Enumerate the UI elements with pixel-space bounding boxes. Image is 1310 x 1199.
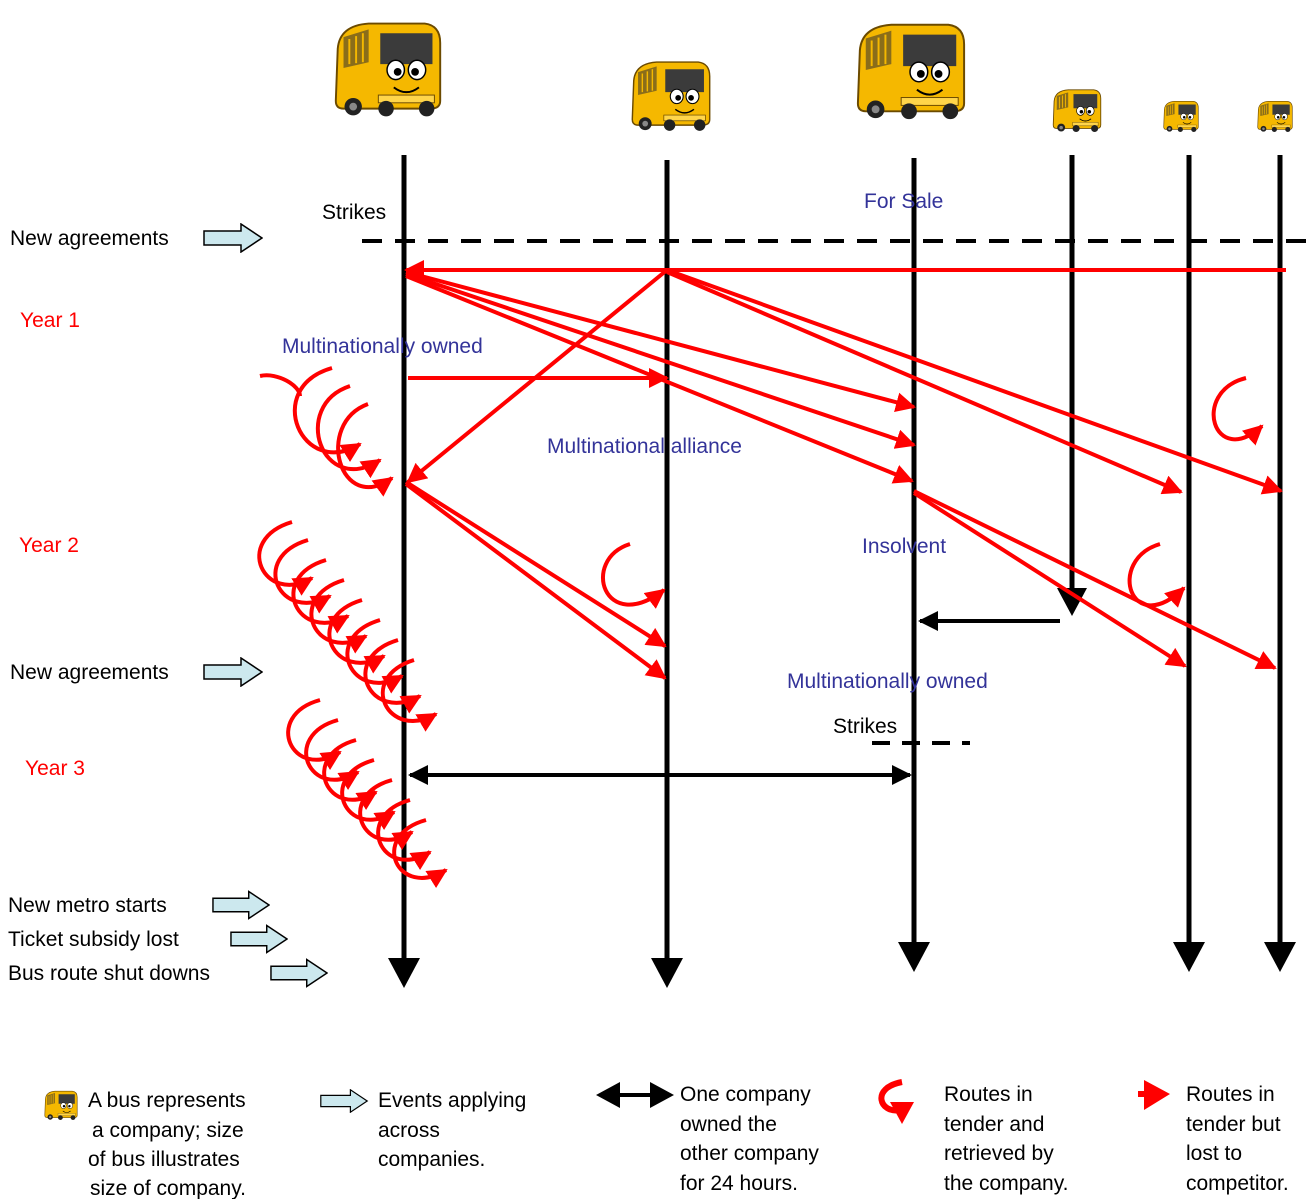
- retrieved-route-loop: [304, 718, 360, 791]
- retrieved-route-loop: [336, 402, 394, 497]
- bus-icon-company-2: [631, 61, 711, 132]
- multinational-alliance-label: Multinational alliance: [547, 435, 742, 458]
- legend-ownership-text-4: for 24 hours.: [680, 1172, 798, 1195]
- legend-lost-text-2: tender but: [1186, 1113, 1281, 1136]
- legend-ownership-arrow-icon: [596, 1082, 674, 1108]
- end-arrow-company-4: [1057, 588, 1087, 616]
- end-arrow-company-6: [1264, 942, 1296, 972]
- legend-lost-text-1: Routes in: [1186, 1083, 1275, 1106]
- legend-event-arrow-icon: [320, 1089, 368, 1113]
- retrieved-route-loop: [315, 384, 382, 479]
- legend-ownership-text-3: other company: [680, 1142, 819, 1165]
- event-arrow-icon: [270, 958, 328, 988]
- legend-bus-text-2: a company; size: [92, 1119, 244, 1142]
- lost-route-arrow: [913, 489, 1277, 670]
- event-arrow-icon: [203, 657, 263, 687]
- legend-ownership-text-1: One company: [680, 1083, 811, 1106]
- end-arrow-company-2: [651, 958, 683, 988]
- legend-event-text-1: Events applying: [378, 1089, 526, 1112]
- legend: A bus represents a company; size of bus …: [44, 1079, 1289, 1199]
- retrieved-route-loops: [257, 366, 1264, 889]
- end-arrow-company-3: [898, 942, 930, 972]
- legend-lost-arrow-icon: [1138, 1080, 1170, 1110]
- bus-icon-company-3: [856, 23, 966, 121]
- multinationally-owned-label-1: Multinationally owned: [282, 335, 483, 358]
- end-arrow-company-5: [1173, 942, 1205, 972]
- retrieved-route-loop: [392, 818, 448, 889]
- legend-retrieved-text-2: tender and: [944, 1113, 1044, 1136]
- lost-route-arrow: [405, 270, 916, 413]
- legend-bus-text-4: size of company.: [90, 1177, 246, 1199]
- retrieved-route-loop: [292, 366, 362, 462]
- legend-bus-text-3: of bus illustrates: [88, 1148, 240, 1171]
- retrieved-route-loop: [1211, 376, 1264, 446]
- event-ticket-subsidy: Ticket subsidy lost: [8, 928, 179, 951]
- legend-retrieved-text-1: Routes in: [944, 1083, 1033, 1106]
- retrieved-route-loop: [376, 798, 432, 871]
- event-new-agreements-2: New agreements: [10, 661, 169, 684]
- year-1-label: Year 1: [20, 309, 80, 332]
- retrieved-route-loop: [286, 698, 342, 771]
- event-new-metro: New metro starts: [8, 894, 167, 917]
- lost-route-arrow: [666, 270, 1183, 495]
- bus-icon-company-4: [1052, 89, 1102, 132]
- company-buses: [334, 22, 1293, 132]
- lost-route-arrow: [666, 268, 1283, 495]
- retrieved-route-loop: [340, 758, 396, 831]
- end-arrow-company-1: [388, 958, 420, 988]
- ownership-arrows: [408, 611, 1060, 785]
- retrieved-route-loop: [322, 738, 378, 811]
- retrieved-route-loop: [1127, 542, 1186, 608]
- event-arrow-icon: [230, 924, 288, 954]
- strikes-label-2: Strikes: [833, 715, 897, 738]
- legend-event-text-2: across: [378, 1119, 440, 1142]
- company-timelines: [401, 155, 1283, 962]
- legend-lost-text-4: competitor.: [1186, 1172, 1289, 1195]
- legend-lost-text-3: lost to: [1186, 1142, 1242, 1165]
- event-route-shutdowns: Bus route shut downs: [8, 962, 210, 985]
- event-arrow-icon: [203, 223, 263, 253]
- year-2-label: Year 2: [19, 534, 79, 557]
- insolvent-label: Insolvent: [862, 535, 946, 558]
- lost-route-arrows: [404, 260, 1286, 680]
- retrieved-route-loop: [259, 373, 302, 397]
- year-3-label: Year 3: [25, 757, 85, 780]
- lost-route-arrow: [405, 272, 916, 449]
- legend-bus-icon: [44, 1090, 78, 1120]
- legend-retrieved-text-3: retrieved by: [944, 1142, 1054, 1165]
- strikes-label-1: Strikes: [322, 201, 386, 224]
- timeline-end-arrows: [388, 588, 1296, 988]
- for-sale-label: For Sale: [864, 190, 943, 213]
- lost-route-arrow: [912, 491, 1187, 668]
- retrieved-route-loop: [380, 658, 438, 732]
- legend-event-text-3: companies.: [378, 1148, 485, 1171]
- retrieved-route-loop: [363, 638, 422, 714]
- lost-route-arrow: [404, 482, 667, 680]
- legend-bus-text-1: A bus represents: [88, 1089, 246, 1112]
- lost-route-arrow: [404, 480, 667, 648]
- legend-retrieved-loop-icon: [878, 1079, 914, 1124]
- multinationally-owned-label-2: Multinationally owned: [787, 670, 988, 693]
- event-arrow-icon: [212, 890, 270, 920]
- lost-route-arrow: [405, 274, 914, 484]
- legend-retrieved-text-4: the company.: [944, 1172, 1069, 1195]
- legend-ownership-text-2: owned the: [680, 1113, 777, 1136]
- bus-icon-company-5: [1163, 100, 1199, 132]
- bus-icon-company-6: [1257, 100, 1293, 132]
- event-new-agreements-1: New agreements: [10, 227, 169, 250]
- bus-icon-company-1: [334, 22, 442, 118]
- retrieved-route-loop: [601, 542, 666, 609]
